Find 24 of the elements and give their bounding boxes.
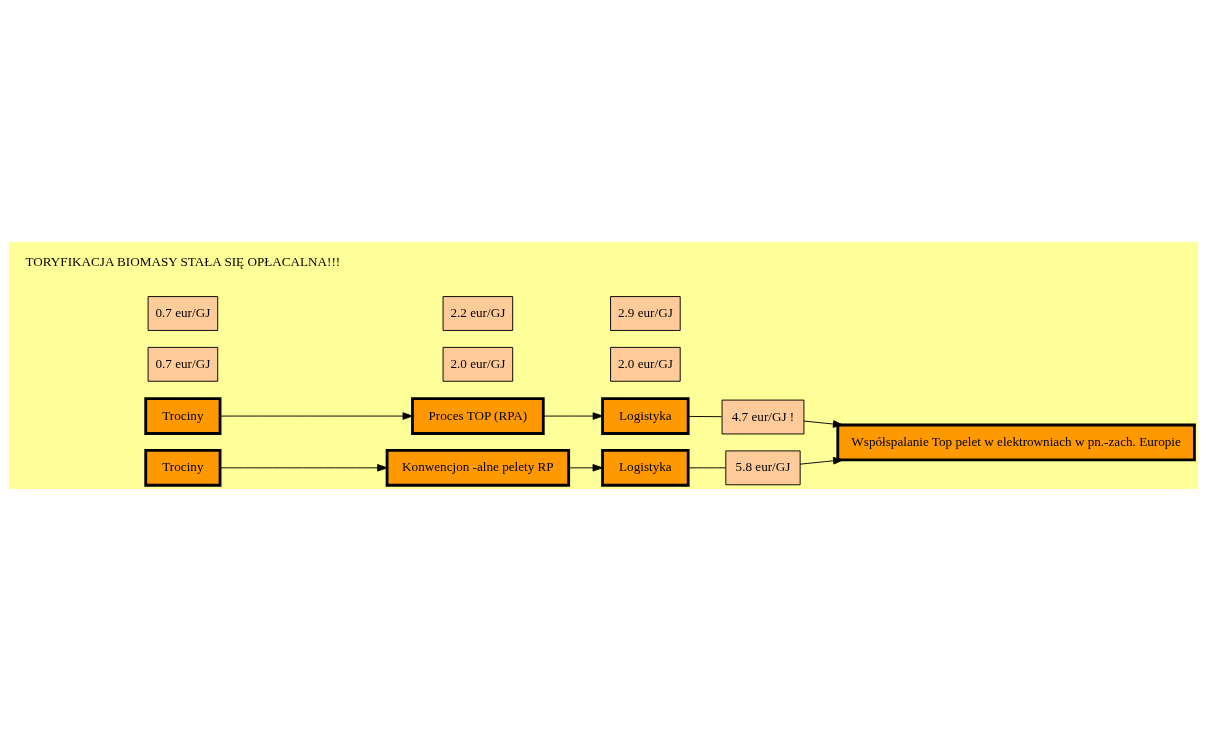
label: TORYFIKACJA BIOMASY STAŁA SIĘ OPŁACALNA!!! (25, 253, 341, 269)
node-box: 0.7 eur/GJ (147, 346, 219, 382)
arrow (219, 463, 388, 472)
arrow (568, 463, 603, 472)
node-box: 2.0 eur/GJ (442, 346, 514, 382)
connector (687, 466, 726, 468)
node-box: Konwencjon -alne pelety RP (385, 448, 571, 487)
arrow (219, 411, 413, 420)
node-box: 2.0 eur/GJ (610, 346, 681, 382)
connector (687, 415, 723, 417)
node-box: 0.7 eur/GJ (147, 295, 219, 331)
node-box: Trociny (144, 448, 222, 487)
node-box: 2.9 eur/GJ (610, 295, 681, 331)
node-box: 2.2 eur/GJ (442, 295, 514, 331)
node-box: Logistyka (601, 396, 690, 435)
node-box: Trociny (144, 396, 222, 435)
node-box: Logistyka (601, 448, 690, 487)
node-box: 4.7 eur/GJ ! (721, 399, 805, 434)
node-box: Proces TOP (RPA) (411, 396, 545, 435)
node-box: Współspalanie Top pelet w elektrowniach w pn.-zach. Europie (836, 423, 1196, 461)
arrow (803, 419, 844, 428)
arrow (542, 411, 603, 420)
node-box: 5.8 eur/GJ (725, 449, 801, 485)
arrow (799, 456, 844, 465)
